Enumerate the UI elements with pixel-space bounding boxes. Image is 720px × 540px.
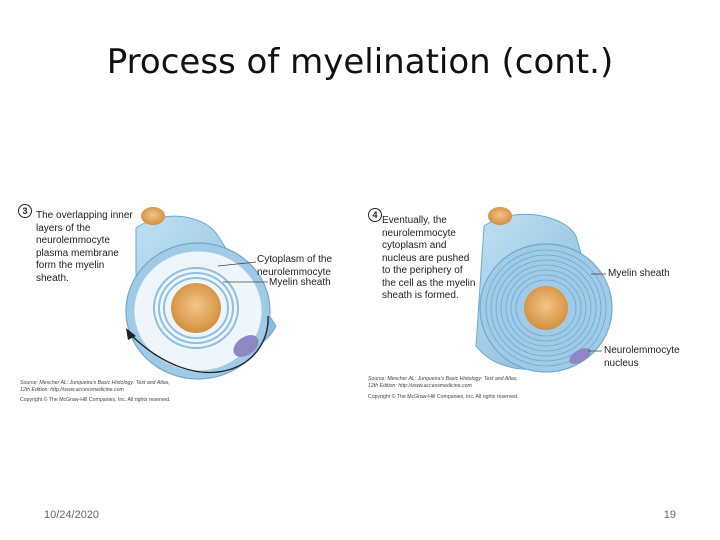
myelin-layer — [163, 277, 229, 339]
source-citation-3: Source: Mescher AL: Junqueira's Basic Hi… — [20, 380, 170, 393]
step-badge-3: 3 — [18, 204, 32, 218]
axon-cross-section — [524, 286, 568, 330]
label-cytoplasm: Cytoplasm of the neurolemmocyte — [257, 254, 333, 278]
source-citation-4: Source: Mescher AL: Junqueira's Basic Hi… — [368, 376, 518, 389]
neurolemmocyte-nucleus — [233, 335, 259, 357]
slide-title: Process of myelination (cont.) — [106, 42, 614, 82]
caption-step-4: Eventually, the neurolemmocyte cytoplasm… — [382, 215, 476, 301]
footer-page-number: 19 — [663, 509, 676, 521]
diagram-panel-step-3: 3 The overlapping inner layers of the ne… — [18, 196, 348, 411]
copyright-4: Copyright © The McGraw-Hill Companies, I… — [368, 394, 519, 400]
label-myelin-sheath-3: Myelin sheath — [269, 277, 331, 288]
axon-end-top — [141, 207, 165, 225]
label-myelin-sheath-4: Myelin sheath — [608, 268, 670, 279]
myelin-layers — [485, 249, 607, 367]
label-neurolemmocyte-nucleus: Neurolemmocyte nucleus — [604, 345, 680, 369]
myelination-illustration-step-4 — [475, 207, 613, 373]
rotation-arrow — [129, 315, 269, 373]
diagram-panel-step-4: 4 Eventually, the neurolemmocyte cytopla… — [366, 196, 706, 411]
myelination-illustration-step-3 — [125, 207, 277, 380]
caption-step-3: The overlapping inner layers of the neur… — [36, 210, 133, 284]
myelin-layer — [153, 267, 239, 349]
axon-cross-section — [171, 283, 221, 333]
axon-end-top — [488, 207, 512, 225]
step-badge-4: 4 — [368, 208, 382, 222]
footer-date: 10/24/2020 — [44, 509, 100, 521]
copyright-3: Copyright © The McGraw-Hill Companies, I… — [20, 397, 171, 403]
neurolemmocyte-nucleus — [569, 348, 591, 364]
myelin-layer — [158, 272, 234, 344]
rotation-arrow-head — [126, 328, 136, 340]
